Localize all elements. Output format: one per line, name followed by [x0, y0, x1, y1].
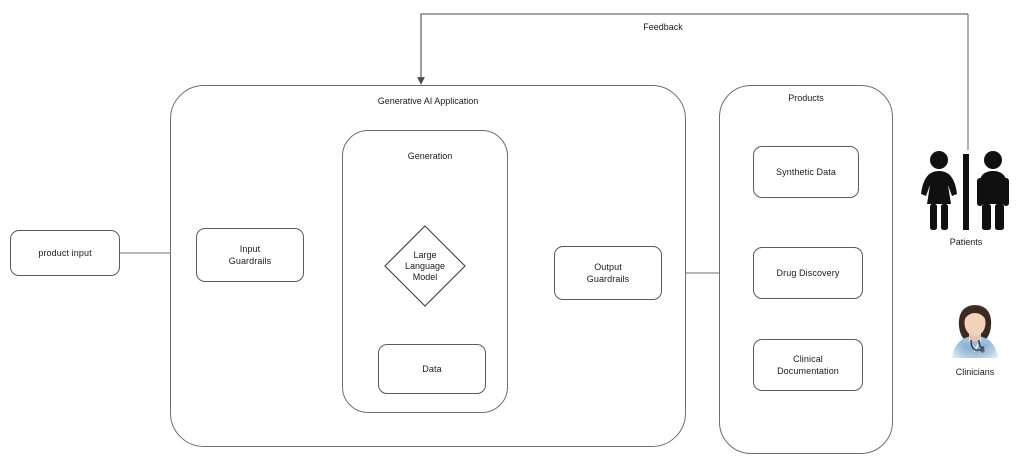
node-label-data: Data [422, 364, 442, 374]
node-label-input-guardrails-line2: Guardrails [228, 256, 272, 266]
node-label-input-guardrails-line1: Input [239, 244, 261, 254]
node-input-guardrails[interactable]: Input Guardrails [196, 228, 304, 282]
group-title-generation: Generation [403, 150, 457, 162]
node-label-drug-discovery: Drug Discovery [776, 268, 840, 278]
node-large-language-model[interactable]: Large Language Model [384, 225, 466, 307]
edge-feedback-loop [417, 13, 968, 85]
node-data[interactable]: Data [378, 344, 486, 394]
actor-caption-clinicians: Clinicians [955, 367, 995, 377]
llm-label-line3: Model [412, 271, 438, 282]
llm-label-line2: Language [404, 260, 446, 271]
node-product-input[interactable]: product input [10, 230, 120, 276]
node-synthetic-data[interactable]: Synthetic Data [753, 146, 859, 198]
clinician-avatar-icon [944, 300, 1006, 362]
patients-restroom-pictogram-icon [921, 151, 1009, 230]
actor-clinicians[interactable]: Clinicians [942, 300, 1008, 378]
edge-label-feedback: Feedback [638, 21, 688, 33]
group-title-generative-ai-application: Generative AI Application [373, 95, 483, 107]
node-output-guardrails[interactable]: Output Guardrails [554, 246, 662, 300]
node-label-clinical-documentation-line2: Documentation [777, 366, 839, 376]
actor-patients[interactable]: Patients [918, 148, 1014, 248]
llm-label-line1: Large [413, 249, 437, 260]
group-title-products: Products [784, 92, 828, 104]
node-label-synthetic-data: Synthetic Data [776, 167, 836, 177]
node-label-output-guardrails-line1: Output [594, 262, 622, 272]
diamond-shape-icon [384, 225, 466, 307]
node-label-clinical-documentation-line1: Clinical [793, 354, 823, 364]
node-label-large-language-model: Large Language Model [384, 225, 466, 307]
node-label-output-guardrails-line2: Guardrails [586, 274, 630, 284]
actor-caption-patients: Patients [949, 237, 983, 247]
node-drug-discovery[interactable]: Drug Discovery [753, 247, 863, 299]
node-label-product-input: product input [38, 248, 92, 258]
node-clinical-documentation[interactable]: Clinical Documentation [753, 339, 863, 391]
